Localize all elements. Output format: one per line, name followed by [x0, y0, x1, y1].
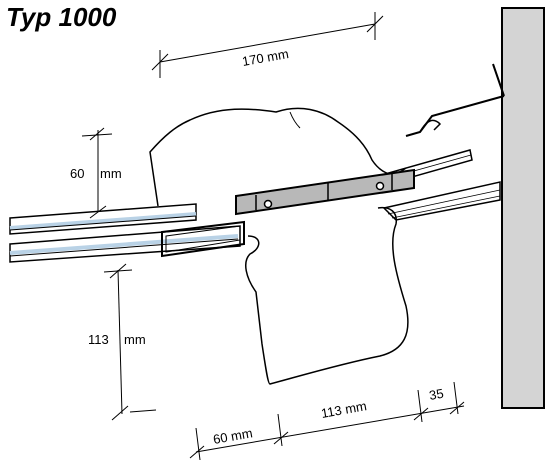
- flashing-hook: [419, 119, 442, 133]
- wall: [501, 7, 545, 409]
- lower-cloud-outline: [244, 206, 409, 385]
- upper-roof-pane: [9, 203, 197, 235]
- diagram-title: Typ 1000: [6, 2, 117, 32]
- screw-right: [375, 181, 385, 191]
- upper-cloud-outline: [149, 107, 407, 207]
- cloud-inner-curve: [289, 111, 301, 129]
- lower-rail-right: [382, 181, 501, 221]
- central-bracket: [235, 168, 415, 216]
- lower-clamp-profile: [161, 220, 245, 258]
- dimension-170mm: [151, 12, 384, 78]
- dimension-bottom-35: 35: [428, 386, 445, 403]
- dimension-113mm-left: [103, 263, 157, 421]
- dimension-60mm-left: [81, 127, 113, 219]
- wall-flashing: [405, 63, 505, 137]
- dimension-113-unit: mm: [124, 332, 146, 347]
- dimension-170mm-label: 170 mm: [241, 46, 290, 69]
- dimension-60-unit: mm: [100, 166, 122, 181]
- dimension-bottom-113mm: 113 mm: [320, 398, 368, 421]
- dimension-60-value: 60: [70, 166, 84, 181]
- dimension-chain-bottom: [189, 381, 465, 461]
- screw-left: [263, 199, 273, 209]
- dimension-bottom-60mm: 60 mm: [212, 425, 254, 447]
- dimension-113-value: 113: [88, 332, 109, 347]
